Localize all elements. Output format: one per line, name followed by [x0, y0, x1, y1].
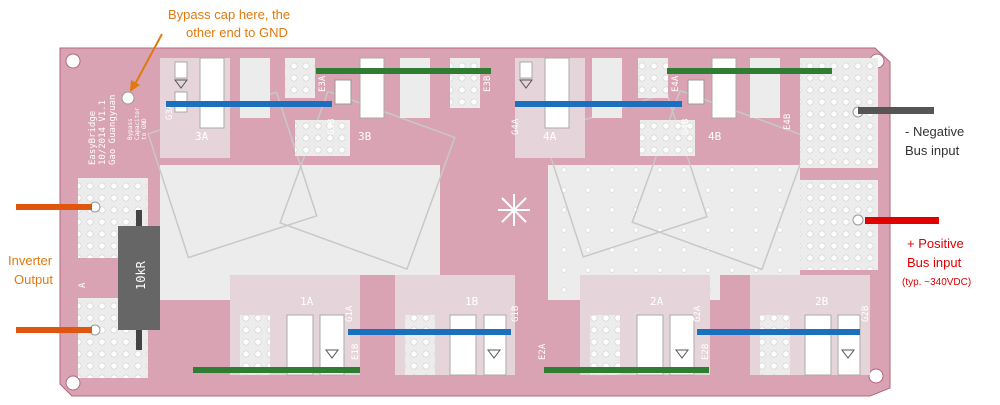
label-e2a: E2A: [538, 343, 548, 360]
silk-line2: 10/2014 V1.1: [98, 100, 108, 165]
gray-wire-negative: [858, 107, 934, 114]
label-g1a: G1A: [345, 305, 355, 322]
label-2a: 2A: [650, 295, 664, 308]
bypass-silk3: to GND: [141, 118, 148, 140]
annotation-pos-bus-line3: (typ. ~340VDC): [902, 277, 972, 288]
annotation-inverter-line2: Output: [14, 272, 54, 287]
green-wire-top-right: [667, 68, 832, 74]
label-2b: 2B: [815, 295, 829, 308]
resistor-10k: 10kR: [118, 210, 160, 350]
label-e4b: E4B: [783, 114, 793, 130]
pos-bus-pad: [800, 180, 878, 270]
module-3: [160, 57, 480, 158]
orange-wire-top: [16, 204, 92, 210]
red-wire-positive: [865, 217, 939, 224]
blue-wire-top-right: [515, 101, 682, 107]
board-silkscreen: EasyBridge 10/2014 V1.1 Gao Guangyuan By…: [78, 75, 871, 360]
annotation-neg-bus-line1: - Negative: [905, 124, 965, 139]
mounting-hole: [65, 375, 81, 391]
label-e4a: E4A: [671, 75, 681, 92]
blue-wire-bottom-left: [348, 329, 511, 335]
blue-wire-top-left: [166, 101, 332, 107]
label-4a: 4A: [543, 130, 557, 143]
resistor-label: 10kR: [134, 260, 148, 290]
output-silk: A: [78, 282, 88, 288]
annotation-bypass-line1: Bypass cap here, the: [168, 7, 291, 22]
label-1a: 1A: [300, 295, 314, 308]
annotation-pos-bus-line1: + Positive: [907, 236, 964, 251]
label-g4a: G4A: [511, 118, 521, 135]
pos-bus-hole: [852, 214, 864, 226]
green-wire-bottom-left: [193, 367, 360, 373]
copper-area-right: [548, 165, 800, 300]
label-e1b: E1B: [351, 344, 361, 360]
label-g3b: G3B: [327, 119, 337, 135]
green-wire-bottom-right: [544, 367, 709, 373]
annotation-neg-bus-line2: Bus input: [905, 143, 960, 158]
bypass-silk1: Bypass: [127, 118, 134, 140]
green-wire-top-left: [316, 68, 491, 74]
label-1b: 1B: [465, 295, 479, 308]
label-e3b: E3B: [483, 76, 493, 92]
copper-area-left: [160, 165, 440, 300]
label-g4b: G4B: [681, 119, 691, 135]
blue-wire-bottom-right: [697, 329, 860, 335]
label-3b: 3B: [358, 130, 372, 143]
orange-wire-bottom: [16, 327, 92, 333]
label-g1b: G1B: [511, 306, 521, 322]
annotation-bypass-line2: other end to GND: [186, 25, 288, 40]
label-g2a: G2A: [693, 305, 703, 322]
mounting-hole: [868, 368, 884, 384]
bypass-cap-hole: [121, 91, 135, 105]
label-3a: 3A: [195, 130, 209, 143]
label-g2b: G2B: [861, 306, 871, 322]
module-1: [230, 275, 515, 376]
silk-line1: EasyBridge: [88, 111, 98, 165]
mounting-hole: [65, 53, 81, 69]
bypass-arrow: [130, 33, 163, 92]
center-star-marker: [498, 194, 530, 226]
module-2: [580, 275, 870, 376]
annotation-inverter-line1: Inverter: [8, 253, 53, 268]
annotation-pos-bus-line2: Bus input: [907, 255, 962, 270]
label-4b: 4B: [708, 130, 722, 143]
label-e3a: E3A: [318, 75, 328, 92]
bypass-silk2: Capacitor: [134, 107, 141, 140]
label-g3a: G3A: [165, 103, 175, 120]
silk-line3: Gao Guangyuan: [108, 95, 118, 165]
label-e2b: E2B: [701, 344, 711, 360]
